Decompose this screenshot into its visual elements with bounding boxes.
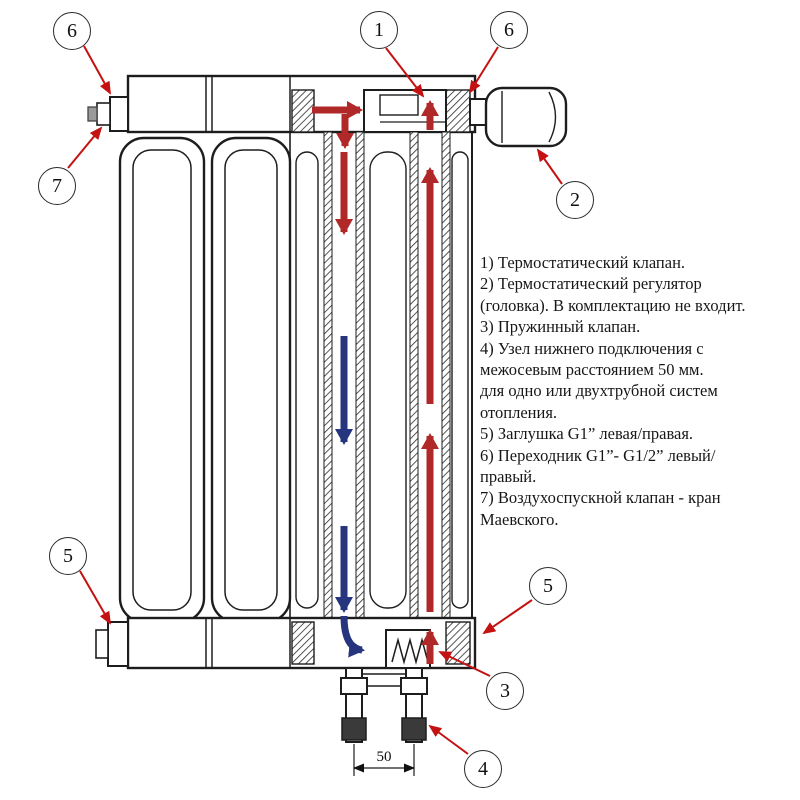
legend-line-5: 4) Узел нижнего подключения с [480, 338, 704, 358]
callout-arrow-1 [385, 47, 425, 98]
callout-6-top-left: 6 [53, 12, 91, 50]
callout-arrow-2 [536, 148, 563, 185]
callout-label: 5 [63, 544, 73, 567]
callout-7: 7 [38, 167, 76, 205]
legend-line-2: 2) Термостатический регулятор [480, 274, 702, 294]
callout-arrow-6-right [468, 46, 499, 94]
callout-arrow-4 [428, 724, 469, 755]
callout-label: 6 [67, 19, 77, 42]
dimension-label: 50 [377, 749, 392, 765]
callout-label: 7 [52, 174, 62, 197]
bottom-connection-unit [340, 667, 428, 743]
radiator-sections-front [118, 136, 292, 624]
air-vent-nub [87, 106, 98, 122]
spring-valve [385, 629, 431, 669]
callout-label: 4 [478, 757, 488, 780]
valve-knob [341, 717, 367, 741]
callout-arrow-5-left [79, 570, 111, 625]
dimension-50: 50 [353, 744, 415, 776]
cutaway-section [289, 131, 473, 619]
adapter-right [445, 89, 487, 133]
callout-arrows [67, 45, 563, 755]
valve-knob [401, 717, 427, 741]
legend-line-7: для одно или двухтрубной систем [480, 381, 718, 401]
callout-label: 1 [374, 18, 384, 41]
cold-flow-elbow [340, 615, 365, 658]
channel-wall [441, 131, 451, 619]
callout-1: 1 [360, 11, 398, 49]
legend-line-8: отопления. [480, 402, 558, 422]
callout-6-top-right: 6 [490, 11, 528, 49]
legend-line-9: 5) Заглушка G1” левая/правая. [480, 424, 694, 444]
channel-wall [355, 131, 365, 619]
callout-5-bottom-right: 5 [529, 567, 567, 605]
legend-line-6: межосевым расстоянием 50 мм. [480, 360, 704, 380]
legend: 1) Термостатический клапан. 2) Термостат… [480, 252, 798, 530]
thermostatic-head [484, 86, 568, 148]
callout-arrow-6-left [83, 45, 111, 95]
header-wall-hatch [291, 89, 315, 133]
legend-line-11: правый. [480, 467, 537, 487]
channel-wall [409, 131, 419, 619]
radiator-body: 50 [87, 74, 568, 776]
channel-wall [323, 131, 333, 619]
air-vent-valve [87, 96, 129, 132]
callout-label: 3 [500, 679, 510, 702]
callout-arrow-7 [67, 126, 103, 169]
end-plug-left [95, 621, 129, 667]
callout-2: 2 [556, 181, 594, 219]
callout-arrow-3 [438, 651, 491, 677]
legend-line-4: 3) Пружинный клапан. [480, 317, 641, 337]
callout-4: 4 [464, 750, 502, 788]
callout-label: 6 [504, 18, 514, 41]
legend-line-1: 1) Термостатический клапан. [480, 253, 686, 272]
legend-line-12: 7) Воздухоспускной клапан - кран [480, 488, 721, 508]
legend-line-13: Маевского. [480, 509, 559, 529]
legend-line-3: (головка). В комплектацию не входит. [480, 295, 746, 315]
legend-line-10: 6) Переходник G1”- G1/2” левый/ [480, 445, 716, 465]
flow-arrows [312, 100, 439, 664]
callout-label: 5 [543, 574, 553, 597]
callout-5-bottom-left: 5 [49, 537, 87, 575]
callout-label: 2 [570, 188, 580, 211]
callout-3: 3 [486, 672, 524, 710]
callout-arrow-5-right [482, 599, 533, 635]
thermostatic-valve [363, 89, 447, 133]
